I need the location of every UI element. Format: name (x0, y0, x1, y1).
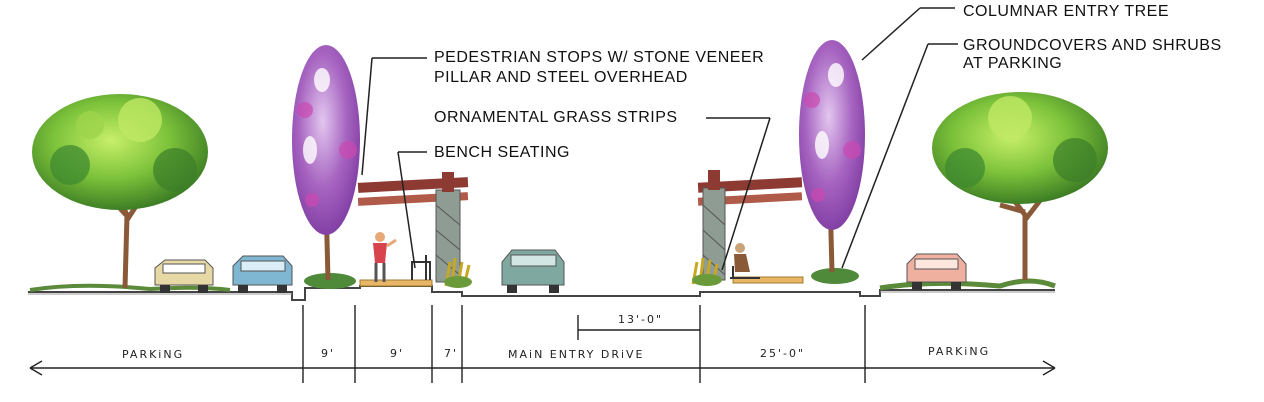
dimension-lines (29, 305, 1056, 383)
car-tan (154, 259, 214, 293)
dim-main-entry: MAiN ENTRY DRiVE (508, 348, 645, 361)
leader-lines (361, 7, 958, 271)
shade-tree-right (932, 92, 1108, 280)
dim-9b: 9' (390, 347, 405, 360)
walk-right (732, 276, 804, 284)
dim-9a: 9' (321, 347, 336, 360)
bench-left (411, 255, 431, 280)
dim-7: 7' (444, 347, 459, 360)
dim-drive-width: 13'-0" (618, 313, 664, 326)
dim-parking-right: PARKiNG (928, 345, 991, 358)
seated-figure (730, 243, 760, 279)
grass-strip-left (444, 257, 472, 288)
pedestrian-figure (373, 232, 397, 282)
label-columnar-entry-tree: COLUMNAR ENTRY TREE (963, 3, 1169, 20)
dim-parking-left: PARKiNG (122, 348, 185, 361)
dim-25: 25'-0" (760, 347, 806, 360)
shade-tree-left (32, 94, 208, 289)
car-teal (501, 249, 565, 293)
car-pink (906, 253, 967, 290)
label-bench-seating: BENCH SEATING (434, 144, 570, 161)
label-groundcovers-1: GROUNDCOVERS AND SHRUBS (963, 37, 1222, 54)
grass-strip-right (691, 257, 722, 286)
label-grass-strips: ORNAMENTAL GRASS STRIPS (434, 109, 678, 126)
label-ped-stops-2: PILLAR AND STEEL OVERHEAD (434, 69, 688, 86)
ground-profile (28, 268, 1056, 301)
label-ped-stops-1: PEDESTRIAN STOPS W/ STONE VENEER (434, 49, 765, 66)
car-blue (232, 255, 293, 293)
label-groundcovers-2: AT PARKING (963, 55, 1063, 72)
columnar-tree-left (292, 45, 360, 281)
columnar-tree-right (799, 40, 865, 273)
pedestrian-stop-right (697, 170, 803, 281)
walk-left (359, 279, 433, 287)
